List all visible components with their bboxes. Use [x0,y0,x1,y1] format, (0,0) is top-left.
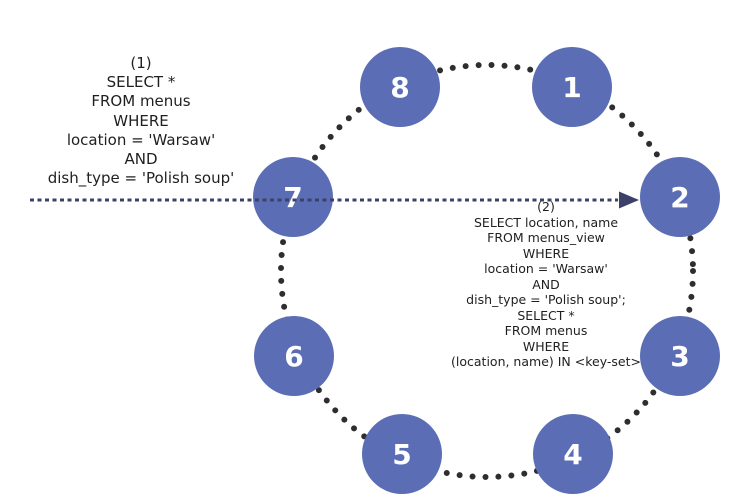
query-1-line: dish_type = 'Polish soup' [47,169,235,188]
node-4: 4 [533,414,613,494]
query-1-line: SELECT * [106,73,176,92]
node-2-label: 2 [670,181,689,214]
node-5-label: 5 [392,438,411,471]
node-3-label: 3 [670,340,689,373]
query-2-line: SELECT * [517,307,575,323]
query-2-block: (2) SELECT location, name FROM menus_vie… [431,199,661,370]
node-2-circle [640,157,720,237]
query-2-line: location = 'Warsaw' [484,261,608,276]
query-route-arrow [30,191,639,209]
query-2-line: WHERE [522,338,570,354]
node-6: 6 [254,316,334,396]
node-7-circle [253,157,333,237]
query-1-step: (1) [130,54,152,72]
node-1-label: 1 [562,71,581,104]
node-5: 5 [362,414,442,494]
node-1-circle [532,47,612,127]
arrowhead-icon [619,191,639,209]
query-1-line: WHERE [113,111,169,130]
query-2-line: FROM menus [504,323,588,338]
query-1-line: location = 'Warsaw' [66,130,216,149]
query-2-line: FROM menus_view [487,230,605,245]
node-2: 2 [640,157,720,237]
node-3: 3 [640,316,720,396]
node-8-circle [360,47,440,127]
query-2-line: SELECT location, name [473,214,619,230]
query-2-line: dish_type = 'Polish soup'; [466,292,626,307]
node-5-circle [362,414,442,494]
node-4-circle [533,414,613,494]
query-2-line: WHERE [522,245,570,261]
query-2-line: AND [532,276,560,292]
query-2-line: (location, name) IN <key-set> [451,354,641,369]
dotted-ring [278,62,696,480]
node-3-circle [640,316,720,396]
query-1-block: (1) SELECT * FROM menus WHERE location =… [30,54,252,188]
node-7: 7 [253,157,333,237]
node-6-circle [254,316,334,396]
query-2-step: (2) [537,199,555,214]
query-1-line: AND [124,150,158,169]
node-7-label: 7 [283,181,302,214]
node-1: 1 [532,47,612,127]
node-8-label: 8 [390,71,409,104]
query-1-line: FROM menus [91,92,191,111]
node-8: 8 [360,47,440,127]
node-6-label: 6 [284,340,303,373]
node-4-label: 4 [563,438,582,471]
